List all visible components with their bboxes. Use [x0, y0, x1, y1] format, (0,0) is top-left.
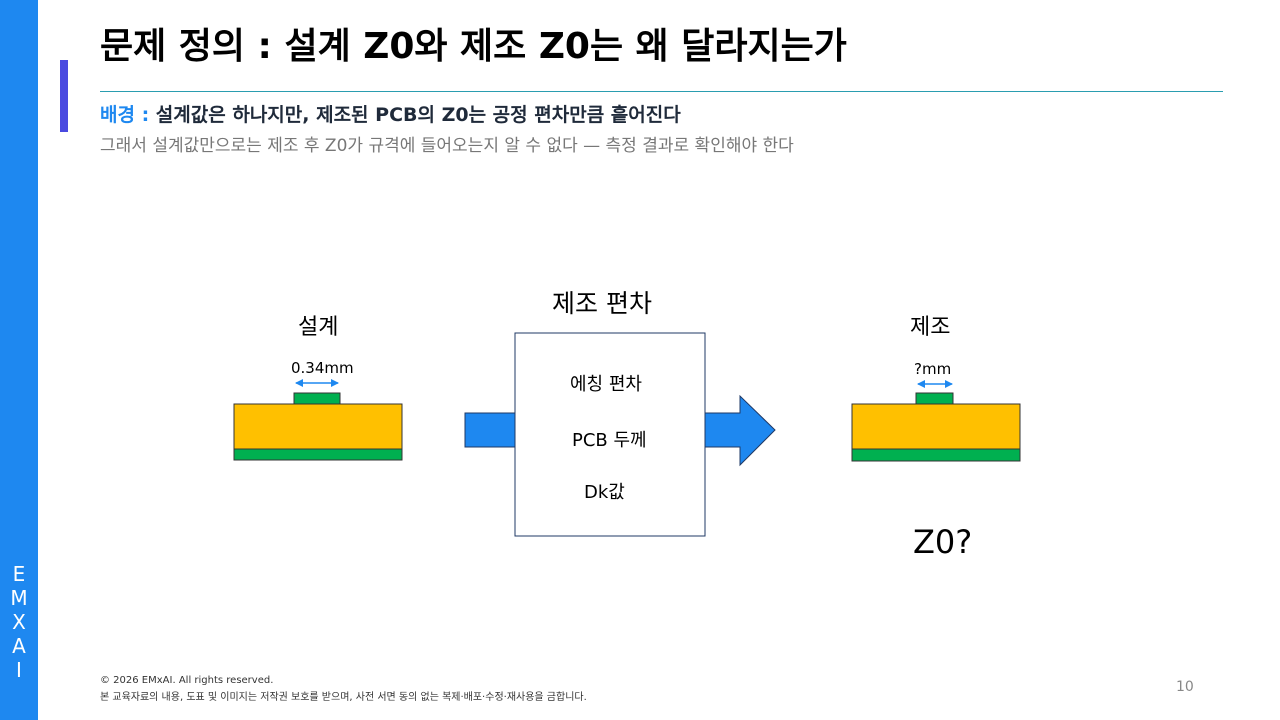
brand-letter: X — [12, 610, 26, 634]
manufactured-dielectric — [851, 403, 1021, 450]
process-title: 제조 편차 — [552, 289, 652, 318]
copyright-notice: 본 교육자료의 내용, 도표 및 이미지는 저작권 보호를 받으며, 사전 서면… — [100, 692, 587, 703]
brand-sidebar — [0, 0, 38, 720]
output-arrow — [704, 394, 776, 467]
process-box — [514, 332, 706, 537]
manufactured-ground-plane — [851, 448, 1021, 462]
brand-letter: I — [16, 658, 22, 682]
manufactured-label: 제조 — [910, 315, 951, 340]
design-dielectric — [233, 403, 403, 450]
brand-letter: M — [10, 586, 28, 610]
brand-logo: E M X A I — [0, 562, 38, 682]
manufactured-trace — [915, 392, 954, 405]
subtitle-text: 설계값은 하나지만, 제조된 PCB의 Z0는 공정 편차만큼 흩어진다 — [149, 104, 681, 126]
brand-letter: E — [12, 562, 26, 586]
page-title: 문제 정의 : 설계 Z0와 제조 Z0는 왜 달라지는가 — [100, 26, 847, 67]
design-width-label: 0.34mm — [291, 359, 354, 377]
description: 그래서 설계값만으로는 제조 후 Z0가 규격에 들어오는지 알 수 없다 — … — [100, 136, 794, 156]
subtitle-label: 배경 : — [100, 104, 150, 126]
page-number: 10 — [1176, 679, 1194, 695]
design-label: 설계 — [298, 315, 339, 340]
design-trace — [293, 392, 341, 405]
input-arrow — [464, 412, 517, 448]
title-divider — [100, 91, 1223, 92]
manufactured-width-label: ?mm — [914, 360, 952, 378]
process-item-thickness: PCB 두께 — [572, 430, 647, 451]
process-item-dk: Dk값 — [584, 482, 625, 503]
brand-letter: A — [12, 634, 26, 658]
design-ground-plane — [233, 448, 403, 461]
result-z0-label: Z0? — [913, 523, 973, 561]
accent-bar — [60, 60, 68, 132]
process-item-etching: 에칭 편차 — [570, 374, 642, 395]
subtitle: 배경 : 설계값은 하나지만, 제조된 PCB의 Z0는 공정 편차만큼 흩어진… — [100, 102, 681, 128]
copyright: © 2026 EMxAI. All rights reserved. — [100, 675, 274, 686]
